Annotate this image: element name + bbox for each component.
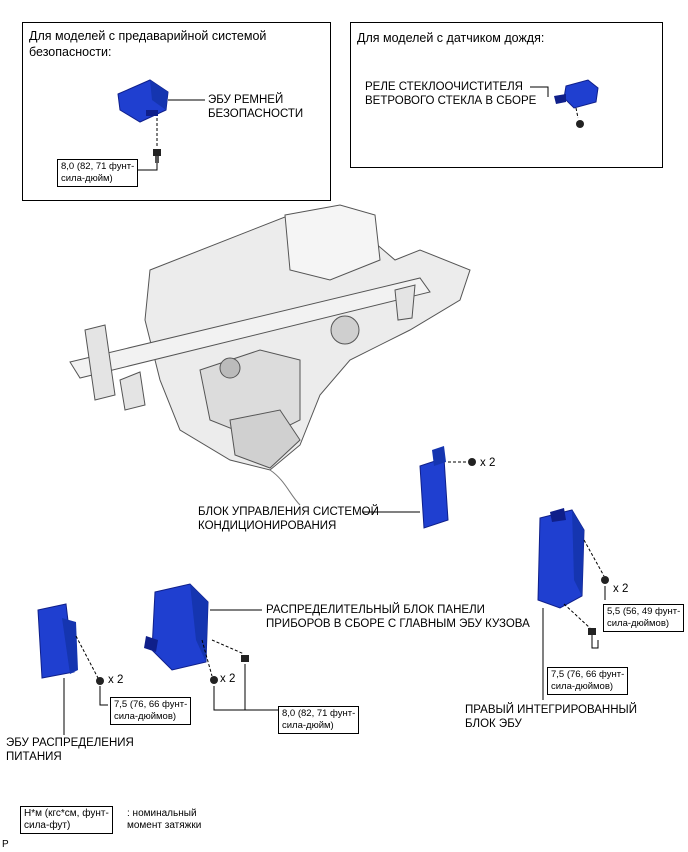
right-multiplier: x 2 xyxy=(613,583,629,595)
pre-crash-panel xyxy=(22,22,331,201)
power-distribution-ecu-part xyxy=(37,603,78,679)
right-integrated-ecu-label: ПРАВЫЙ ИНТЕГРИРОВАННЫЙ БЛОК ЭБУ xyxy=(465,704,637,730)
wiper-relay-label: РЕЛЕ СТЕКЛООЧИСТИТЕЛЯ ВЕТРОВОГО СТЕКЛА В… xyxy=(365,81,537,107)
seatbelt-bolt xyxy=(153,149,161,163)
seatbelt-ecu-label: ЭБУ РЕМНЕЙ БЕЗОПАСНОСТИ xyxy=(208,94,304,120)
ac-multiplier: x 2 xyxy=(480,457,496,469)
legend-description: : номинальный момент затяжки xyxy=(127,808,202,831)
right-integrated-ecu-part xyxy=(537,508,585,609)
instrument-junction-block-part xyxy=(144,583,209,671)
legend-key: Н*м (кгс*см, фунт- сила-фут) xyxy=(20,806,113,834)
seatbelt-ecu-part xyxy=(117,79,169,123)
junction-torque: 8,0 (82, 71 фунт- сила-дюйм) xyxy=(278,706,360,734)
right-upper-torque: 5,5 (56, 49 фунт- сила-дюймов) xyxy=(603,604,685,632)
hvac-assembly-illustration xyxy=(144,204,471,471)
right-lower-torque: 7,5 (76, 66 фунт- сила-дюймов) xyxy=(547,667,629,695)
power-dist-torque: 7,5 (76, 66 фунт- сила-дюймов) xyxy=(110,697,192,725)
cross-car-beam xyxy=(69,277,431,411)
rain-sensor-panel xyxy=(350,22,663,168)
junction-multiplier: x 2 xyxy=(220,673,236,685)
ac-control-ecu-part xyxy=(419,446,449,529)
corner-mark: P xyxy=(2,839,9,850)
power-dist-multiplier: x 2 xyxy=(108,674,124,686)
instrument-junction-label: РАСПРЕДЕЛИТЕЛЬНЫЙ БЛОК ПАНЕЛИ ПРИБОРОВ В… xyxy=(266,604,530,630)
ac-control-label: БЛОК УПРАВЛЕНИЯ СИСТЕМОЙ КОНДИЦИОНИРОВАН… xyxy=(198,506,379,532)
pre-crash-panel-title: Для моделей с предаварийной системой без… xyxy=(29,29,267,59)
power-distribution-ecu-label: ЭБУ РАСПРЕДЕЛЕНИЯ ПИТАНИЯ xyxy=(6,737,134,763)
wiper-relay-part xyxy=(554,79,599,109)
seatbelt-torque: 8,0 (82, 71 фунт- сила-дюйм) xyxy=(57,159,139,187)
rain-sensor-panel-title: Для моделей с датчиком дождя: xyxy=(357,31,545,45)
